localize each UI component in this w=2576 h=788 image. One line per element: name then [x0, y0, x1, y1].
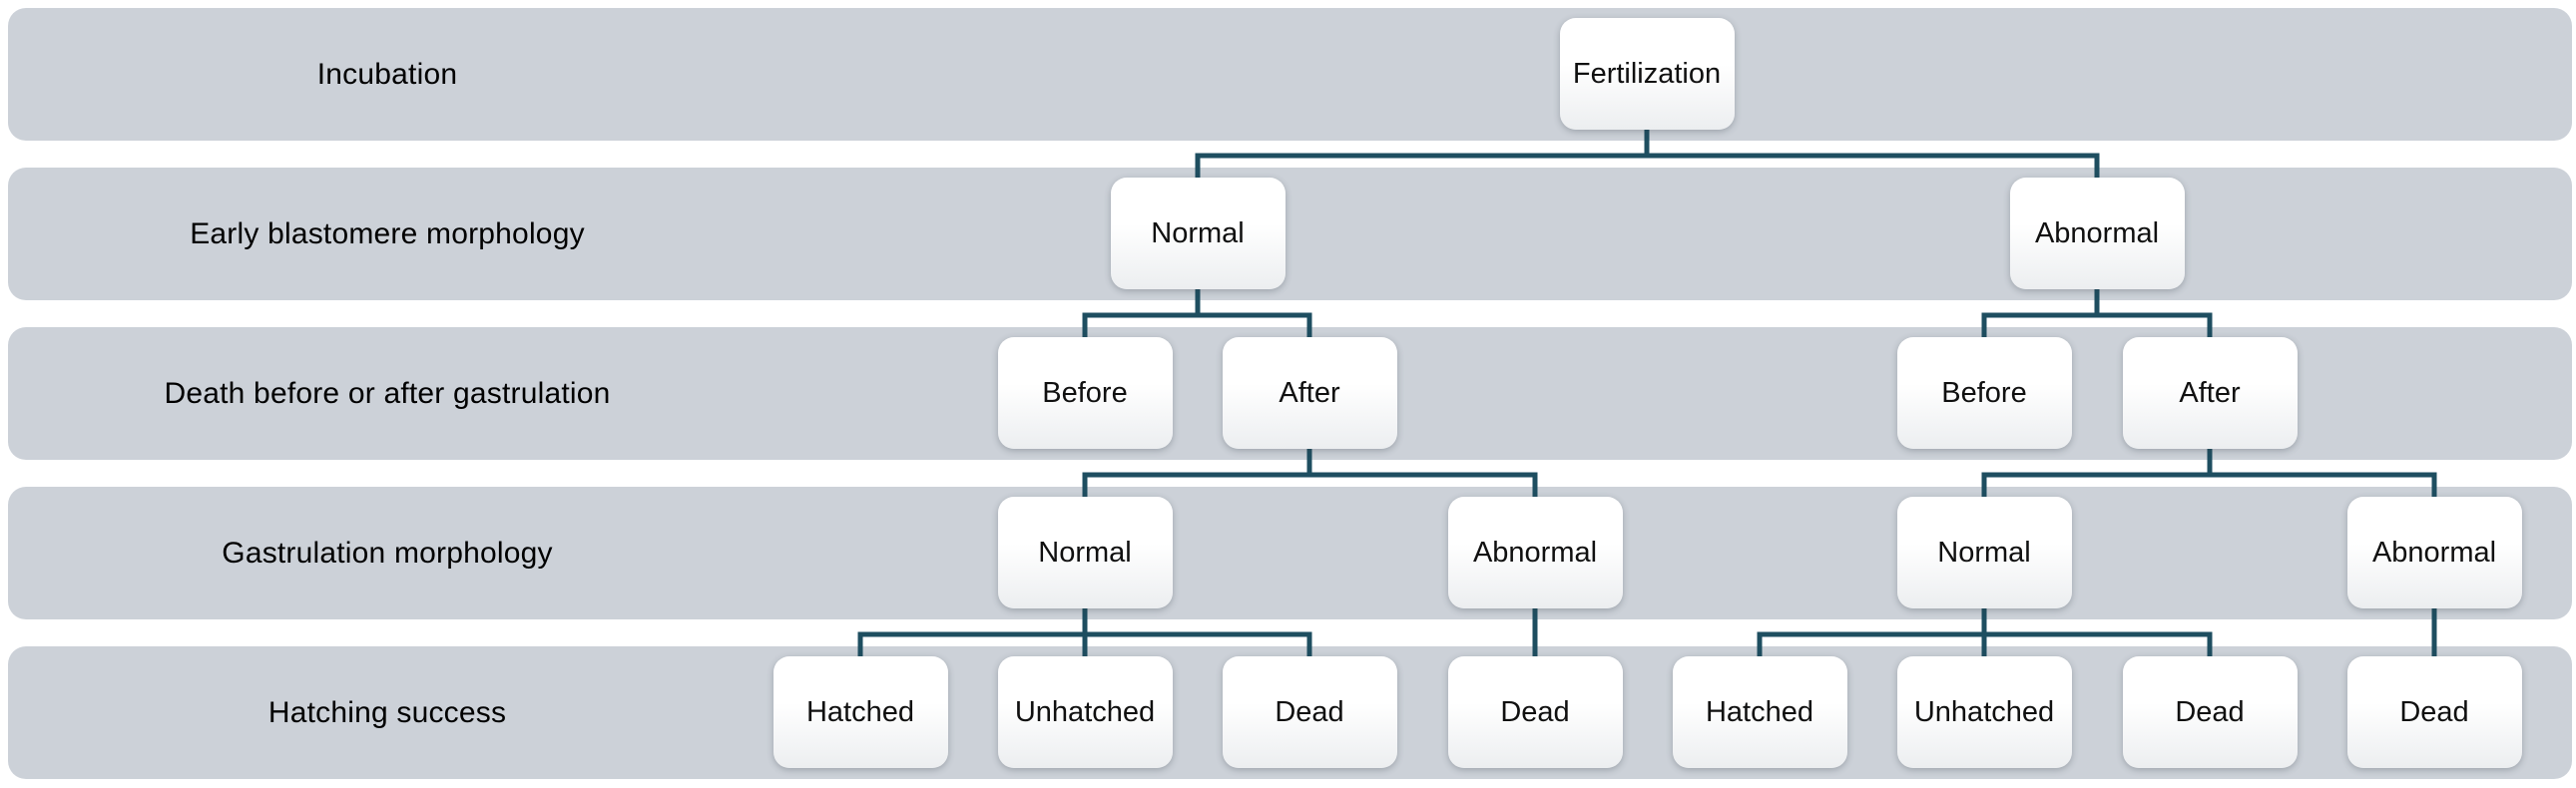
tree-node-hatched-1: Hatched — [773, 656, 948, 768]
connector-path — [1195, 127, 2100, 182]
node-label: Before — [1042, 376, 1128, 409]
phase-label: Gastrulation morphology — [222, 536, 553, 570]
connector-path — [857, 605, 1312, 660]
phase-label: Early blastomere morphology — [190, 216, 585, 250]
tree-node-unhatched-1: Unhatched — [997, 656, 1173, 768]
node-label: Dead — [1500, 695, 1570, 728]
node-label: Dead — [2175, 695, 2245, 728]
phase-label: Incubation — [316, 57, 458, 91]
node-label: Hatched — [1705, 695, 1813, 728]
node-label: Hatched — [805, 695, 914, 728]
tree-node-ebm-abnormal: Abnormal — [2009, 178, 2185, 289]
node-label: After — [2179, 376, 2241, 409]
tree-node-gast-normal-2: Normal — [1896, 497, 2072, 608]
tree-node-ebm-normal: Normal — [1110, 178, 1286, 289]
tree-node-gast-abnormal-2: Abnormal — [2346, 497, 2522, 608]
node-label: Normal — [1937, 536, 2031, 569]
tree-node-unhatched-2: Unhatched — [1896, 656, 2072, 768]
tree-node-gast-normal-1: Normal — [997, 497, 1173, 608]
node-label: Unhatched — [1913, 695, 2055, 728]
connector-path — [1082, 446, 1538, 501]
tree-node-death-after-1: After — [1222, 337, 1397, 449]
tree-node-hatched-2: Hatched — [1672, 656, 1847, 768]
node-label: Abnormal — [2371, 536, 2497, 569]
tree-node-dead-4: Dead — [2346, 656, 2522, 768]
node-label: Dead — [2399, 695, 2469, 728]
node-label: Normal — [1038, 536, 1132, 569]
node-label: Fertilization — [1572, 57, 1722, 90]
phase-label: Hatching success — [267, 695, 507, 729]
phase-band — [8, 487, 2572, 619]
node-label: After — [1279, 376, 1340, 409]
node-label: Abnormal — [2034, 216, 2160, 249]
node-label: Unhatched — [1014, 695, 1156, 728]
phase-label: Death before or after gastrulation — [164, 376, 611, 410]
phase-band — [8, 8, 2572, 141]
tree-node-fertilization: Fertilization — [1559, 18, 1735, 130]
tree-node-gast-abnormal-1: Abnormal — [1447, 497, 1623, 608]
tree-node-death-before-2: Before — [1896, 337, 2072, 449]
node-label: Before — [1941, 376, 2027, 409]
tree-node-death-after-2: After — [2122, 337, 2298, 449]
node-label: Dead — [1275, 695, 1344, 728]
node-label: Abnormal — [1472, 536, 1598, 569]
connector-path — [1981, 286, 2213, 341]
node-label: Normal — [1151, 216, 1245, 249]
tree-node-death-before-1: Before — [997, 337, 1173, 449]
tree-node-dead-1: Dead — [1222, 656, 1397, 768]
connector-path — [1082, 286, 1312, 341]
tree-node-dead-3: Dead — [2122, 656, 2298, 768]
tree-node-dead-2: Dead — [1447, 656, 1623, 768]
connector-path — [1757, 605, 2213, 660]
connector-path — [1981, 446, 2437, 501]
